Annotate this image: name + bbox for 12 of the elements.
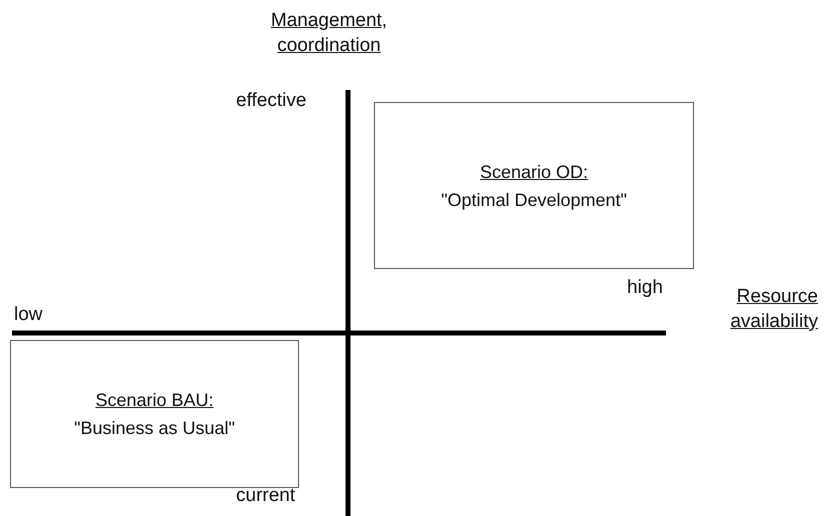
axis-title: Management, coordination	[270, 9, 388, 58]
axis-title: Resource availability	[729, 285, 818, 334]
axis-end-label: current	[236, 484, 296, 508]
scenario-name: "Optimal Development"	[441, 188, 627, 212]
scenario-heading: Scenario BAU:	[95, 389, 214, 412]
axis-end-label: low	[14, 303, 43, 327]
axis-end-label: effective	[236, 89, 306, 113]
scenario-name: "Business as Usual"	[74, 417, 235, 440]
scenario-box	[374, 102, 694, 269]
scenario-heading: Scenario OD:	[480, 160, 588, 184]
axis-end-label: high	[627, 276, 663, 300]
scenario-box	[10, 340, 299, 488]
